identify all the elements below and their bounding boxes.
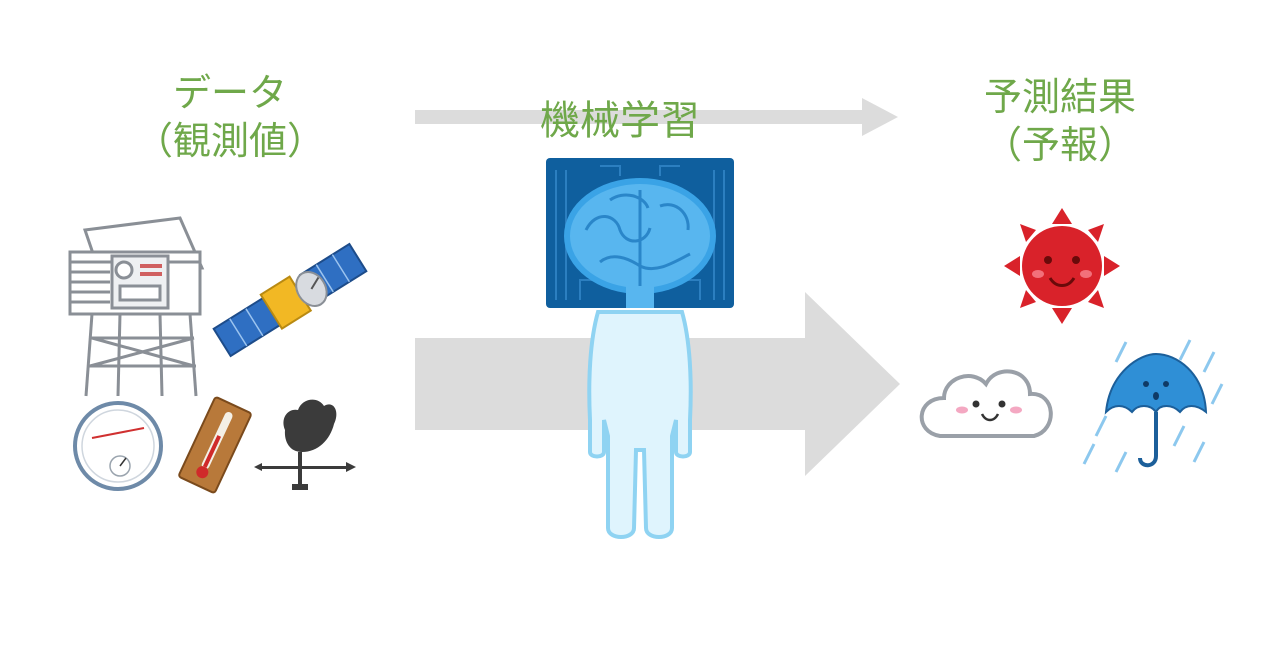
sun-icon	[1004, 208, 1120, 324]
thin-arrow	[415, 98, 898, 136]
cloud-icon	[919, 369, 1053, 438]
weathervane-icon	[254, 399, 356, 490]
brain-circuit-icon	[546, 158, 734, 308]
person-icon	[587, 310, 693, 539]
data-label-line1: データ	[172, 71, 287, 115]
weather-station-icon	[68, 216, 205, 397]
data-label: データ （観測値）	[130, 70, 330, 165]
forecast-label: 予測結果 （予報）	[960, 74, 1160, 169]
forecast-label-line1: 予測結果	[983, 75, 1136, 119]
data-label-line2: （観測値）	[134, 118, 325, 163]
hygrometer-icon	[73, 401, 163, 491]
satellite-icon	[212, 242, 368, 358]
umbrella-rain-icon	[1082, 339, 1224, 473]
thermometer-icon	[178, 396, 252, 494]
forecast-label-line2: （予報）	[983, 122, 1136, 167]
machine-learning-label: 機械学習	[540, 98, 700, 144]
